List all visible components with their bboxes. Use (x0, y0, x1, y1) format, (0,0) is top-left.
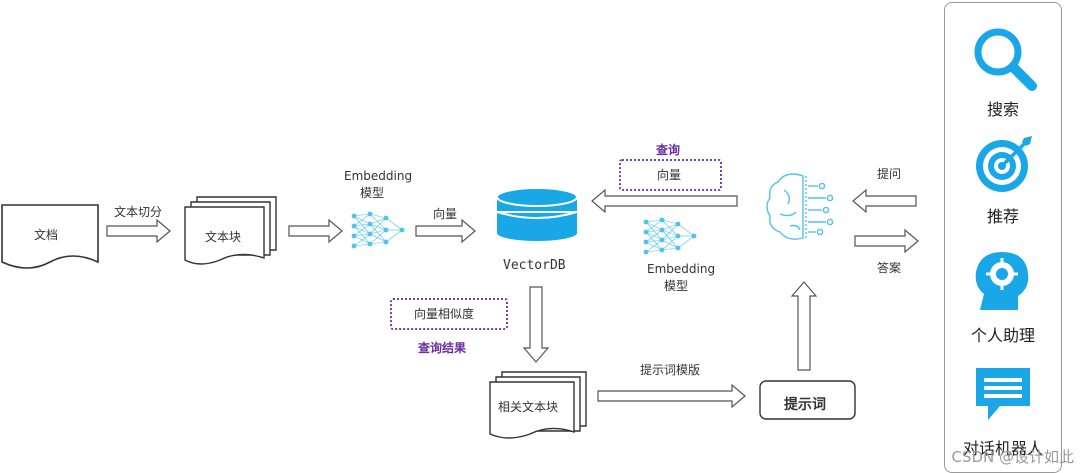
query-arrow (591, 188, 738, 214)
vector-label: 向量 (433, 207, 458, 221)
query-result-label: 查询结果 (418, 341, 467, 355)
embedding-label-left: Embedding (344, 169, 413, 183)
watermark: CSDN @设计如此 (951, 448, 1074, 466)
target-icon (976, 136, 1032, 192)
result-down-arrow (522, 286, 550, 363)
search-icon (974, 28, 1037, 91)
similarity-box (390, 298, 508, 330)
related-chunks-stack (489, 371, 587, 439)
prompt-box (759, 380, 856, 420)
answer-arrow (854, 228, 919, 254)
ask-label: 提问 (877, 167, 902, 181)
query-vector-label: 向量 (657, 168, 682, 182)
template-arrow (597, 383, 746, 409)
app-label-recommend: 推荐 (986, 207, 1020, 226)
app-label-search: 搜索 (986, 100, 1020, 119)
template-label: 提示词模版 (640, 363, 701, 377)
app-label-chatbot: 对话机器人 (962, 439, 1044, 458)
ask-arrow (852, 188, 917, 214)
similarity-label: 向量相似度 (414, 307, 475, 321)
embedding-network-icon-right (643, 217, 697, 255)
chat-bubble-icon (976, 368, 1030, 420)
embedding-network-icon (351, 211, 405, 249)
prompt-up-arrow (790, 281, 818, 371)
document-label: 文档 (34, 228, 59, 242)
embedding-label-right: Embedding (647, 262, 716, 276)
answer-label: 答案 (877, 261, 902, 275)
chunks-to-embedding-arrow (288, 218, 343, 244)
query-label: 查询 (656, 143, 681, 157)
vector-arrow (415, 218, 476, 244)
query-vector-box (619, 159, 722, 191)
text-chunks-stack (184, 196, 277, 265)
split-label: 文本切分 (114, 205, 163, 219)
document-shape (1, 204, 99, 269)
embedding-model-label-left: 模型 (360, 186, 385, 200)
app-label-assistant: 个人助理 (970, 326, 1036, 345)
brain-icon (766, 173, 834, 240)
embedding-model-label-right: 模型 (664, 279, 689, 293)
database-icon (496, 187, 578, 241)
related-chunks-label: 相关文本块 (498, 400, 559, 414)
split-arrow (106, 218, 171, 244)
prompt-label: 提示词 (784, 397, 826, 413)
assistant-head-icon (975, 252, 1029, 310)
vectordb-label: VectorDB (503, 258, 566, 273)
text-chunks-label: 文本块 (205, 230, 242, 244)
